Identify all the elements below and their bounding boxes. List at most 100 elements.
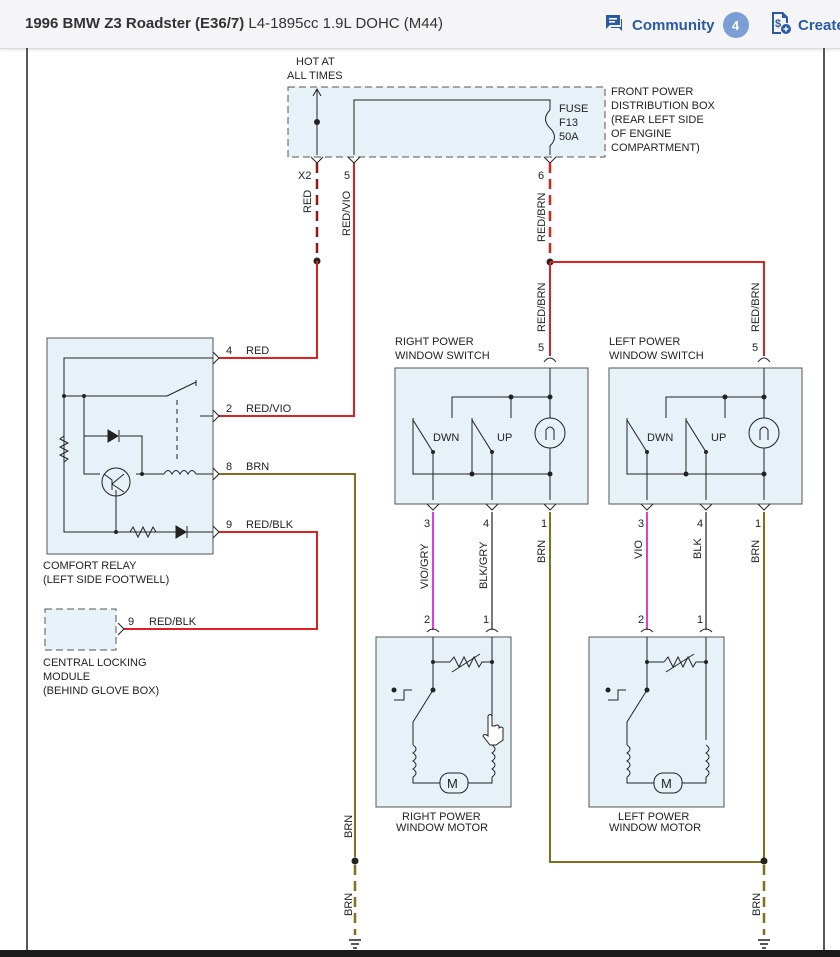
clm-label-line2: MODULE xyxy=(43,671,90,683)
lws-pin-3-label: 3 xyxy=(638,518,644,530)
hot-bus-arrow-icon xyxy=(312,87,322,97)
lws-pin-3-connector xyxy=(640,503,654,511)
relay-resistor-icon xyxy=(58,435,70,463)
rws-node-5 xyxy=(431,450,435,454)
rwm-motor-symbol: M xyxy=(447,776,458,791)
rwm-pin-2-label: 2 xyxy=(424,614,430,626)
central-locking-module-box xyxy=(44,608,117,651)
lws-node-3 xyxy=(683,471,689,477)
wire-red-vio xyxy=(219,163,355,417)
lwm-pin-1-label: 1 xyxy=(697,614,703,626)
rws-node-6 xyxy=(490,450,494,454)
rws-node-2 xyxy=(508,394,514,400)
rws-internal-circuit xyxy=(412,368,551,500)
fuse-rating: 50A xyxy=(559,131,579,143)
front-power-distribution-box xyxy=(287,86,606,158)
lws-pin-1-label: 1 xyxy=(755,518,761,530)
ground-right-icon xyxy=(758,939,770,949)
rwm-label-line1: RIGHT POWER xyxy=(402,811,481,823)
rws-illumination-lamp-icon xyxy=(534,417,566,449)
rws-up-label: UP xyxy=(497,432,512,444)
wire-brn-right-switch xyxy=(549,512,764,863)
lwm-node-2 xyxy=(645,660,649,664)
fuse-bus-line xyxy=(353,99,551,155)
lws-dwn-label: DWN xyxy=(647,432,673,444)
wire-red-to-relay xyxy=(219,261,318,359)
fpdb-line3: (REAR LEFT SIDE xyxy=(611,114,704,126)
lws-label-line1: LEFT POWER xyxy=(609,336,680,348)
wire-red-brn-left-label: RED/BRN xyxy=(750,282,762,332)
lws-node-1 xyxy=(761,394,767,400)
wire-red-blk-relay xyxy=(124,531,318,630)
rws-label-line2: WINDOW SWITCH xyxy=(395,350,490,362)
page-title-vehicle: 1996 BMW Z3 Roadster (E36/7) xyxy=(25,15,245,32)
relay-pin-9-connector xyxy=(212,525,220,539)
community-button[interactable]: Community 4 xyxy=(604,12,749,38)
rws-node-3 xyxy=(469,471,475,477)
relay-pin-8-label: 8 xyxy=(226,461,232,473)
lwm-switch-contact xyxy=(605,687,611,693)
comfort-relay-box xyxy=(46,337,214,555)
lws-label-line2: WINDOW SWITCH xyxy=(609,350,704,362)
splice-ground-left xyxy=(351,857,359,865)
lws-node-5 xyxy=(645,450,649,454)
lwm-pin-2-connector xyxy=(640,628,654,633)
relay-pin-2-wire: RED/VIO xyxy=(246,403,292,415)
relay-node-d xyxy=(114,530,118,534)
rwm-node-2 xyxy=(431,660,435,664)
rws-node-4 xyxy=(547,471,553,477)
wire-brn-ground-left-label: BRN xyxy=(343,893,355,916)
lws-pin-4-label: 4 xyxy=(697,518,703,530)
lwm-pin-2-label: 2 xyxy=(638,614,644,626)
relay-pin-8-wire: BRN xyxy=(246,461,269,473)
wire-blk-label: BLK xyxy=(692,538,704,559)
chat-icon xyxy=(604,14,624,36)
wire-red-vio-vertical-label: RED/VIO xyxy=(341,190,353,236)
fpdb-line1: FRONT POWER xyxy=(611,86,693,98)
pin-5-label: 5 xyxy=(344,170,350,182)
wire-vio-gry-label: VIO/GRY xyxy=(419,543,431,589)
page-title-engine: L4-1895cc 1.9L DOHC (M44) xyxy=(248,15,443,32)
lws-node-6 xyxy=(704,450,708,454)
rwm-internal-circuit xyxy=(394,637,496,784)
lws-pin-5-connector xyxy=(757,357,771,363)
wire-red-brn-right-label: RED/BRN xyxy=(536,282,548,332)
rwm-node-3 xyxy=(490,660,494,664)
clm-label-line3: (BEHIND GLOVE BOX) xyxy=(43,685,159,697)
wire-red-vertical-label: RED xyxy=(302,190,314,213)
pin-x2-label: X2 xyxy=(298,170,311,182)
relay-node-b xyxy=(82,394,86,398)
rws-pin-1-connector xyxy=(543,503,557,511)
rws-label-line1: RIGHT POWER xyxy=(395,336,474,348)
wire-blk-gry-label: BLK/GRY xyxy=(478,541,490,589)
bottom-bar xyxy=(0,950,840,957)
rwm-switch-contact xyxy=(391,687,397,693)
lwm-node-1 xyxy=(644,687,650,693)
rws-pin-4-connector xyxy=(485,503,499,511)
lwm-motor-symbol: M xyxy=(661,776,672,791)
relay-pin-4-wire: RED xyxy=(246,345,269,357)
lwm-label-line1: LEFT POWER xyxy=(618,811,689,823)
fpdb-line4: OF ENGINE xyxy=(611,128,672,140)
relay-pin-9-wire: RED/BLK xyxy=(246,519,294,531)
rws-lamp-filament xyxy=(545,426,555,440)
relay-label-line1: COMFORT RELAY xyxy=(43,560,137,572)
svg-text:$: $ xyxy=(775,18,781,30)
relay-diode-1-icon xyxy=(107,429,120,443)
wire-red-brn-to-left-switch xyxy=(550,261,765,356)
create-button[interactable]: $ Create xyxy=(770,12,840,38)
clm-wire-label: RED/BLK xyxy=(149,616,197,628)
lws-pin-4-connector xyxy=(699,503,713,511)
rwm-label-line2: WINDOW MOTOR xyxy=(396,822,488,834)
fuse-label: FUSE xyxy=(559,103,588,115)
clm-label-line1: CENTRAL LOCKING xyxy=(43,657,147,669)
lws-illumination-lamp-icon xyxy=(748,417,780,449)
relay-diode-2-icon xyxy=(175,525,188,539)
relay-pin-8-connector xyxy=(212,467,220,481)
relay-pin-2-label: 2 xyxy=(226,403,232,415)
top-bar: 1996 BMW Z3 Roadster (E36/7) L4-1895cc 1… xyxy=(0,0,840,49)
rws-pin-3-connector xyxy=(426,503,440,511)
rws-dwn-label: DWN xyxy=(433,432,459,444)
hot-at-label: HOT AT xyxy=(296,56,335,68)
